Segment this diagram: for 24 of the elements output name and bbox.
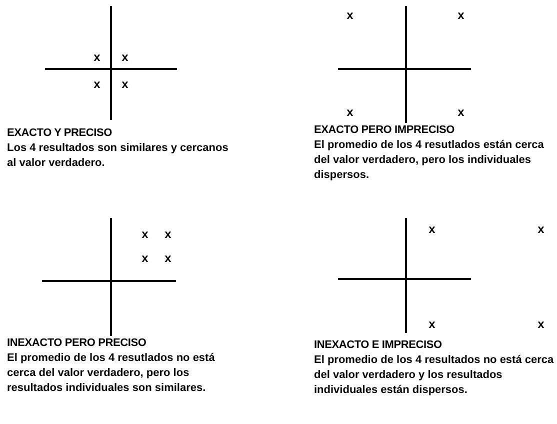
quadrant-heading: INEXACTO PERO PRECISO bbox=[7, 336, 148, 351]
result-mark: x bbox=[538, 223, 544, 235]
quadrant-description: El promedio de los 4 resultados no está cerca del valor verdadero y los resultados individuales están dispersos. bbox=[314, 353, 554, 398]
result-mark: x bbox=[428, 223, 436, 235]
result-mark: x bbox=[142, 252, 148, 264]
result-mark: x bbox=[94, 78, 100, 90]
result-mark: x bbox=[94, 51, 100, 63]
quadrant-description: Los 4 resultados son similares y cercanos al valor verdadero. bbox=[7, 141, 230, 171]
result-mark: x bbox=[346, 106, 354, 118]
result-mark: x bbox=[164, 252, 172, 264]
quadrant-heading: EXACTO Y PRECISO bbox=[7, 126, 114, 141]
result-mark: x bbox=[142, 228, 148, 240]
result-mark: x bbox=[122, 78, 128, 90]
result-mark: x bbox=[122, 51, 128, 63]
result-mark: x bbox=[428, 318, 436, 330]
result-mark: x bbox=[164, 228, 172, 240]
quadrant-description: El promedio de los 4 resutlados no está cerca del valor verdadero, pero los resultados individuales son similares. bbox=[7, 351, 216, 396]
quadrant-heading: EXACTO PERO IMPRECISO bbox=[314, 123, 456, 138]
quadrant-heading: INEXACTO E IMPRECISO bbox=[314, 338, 443, 353]
result-mark: x bbox=[458, 9, 464, 21]
result-mark: x bbox=[458, 106, 464, 118]
result-mark: x bbox=[346, 9, 354, 21]
quadrant-description: El promedio de los 4 resutlados están cerca del valor verdadero, pero los individuales dispersos. bbox=[314, 138, 545, 183]
result-mark: x bbox=[538, 318, 544, 330]
